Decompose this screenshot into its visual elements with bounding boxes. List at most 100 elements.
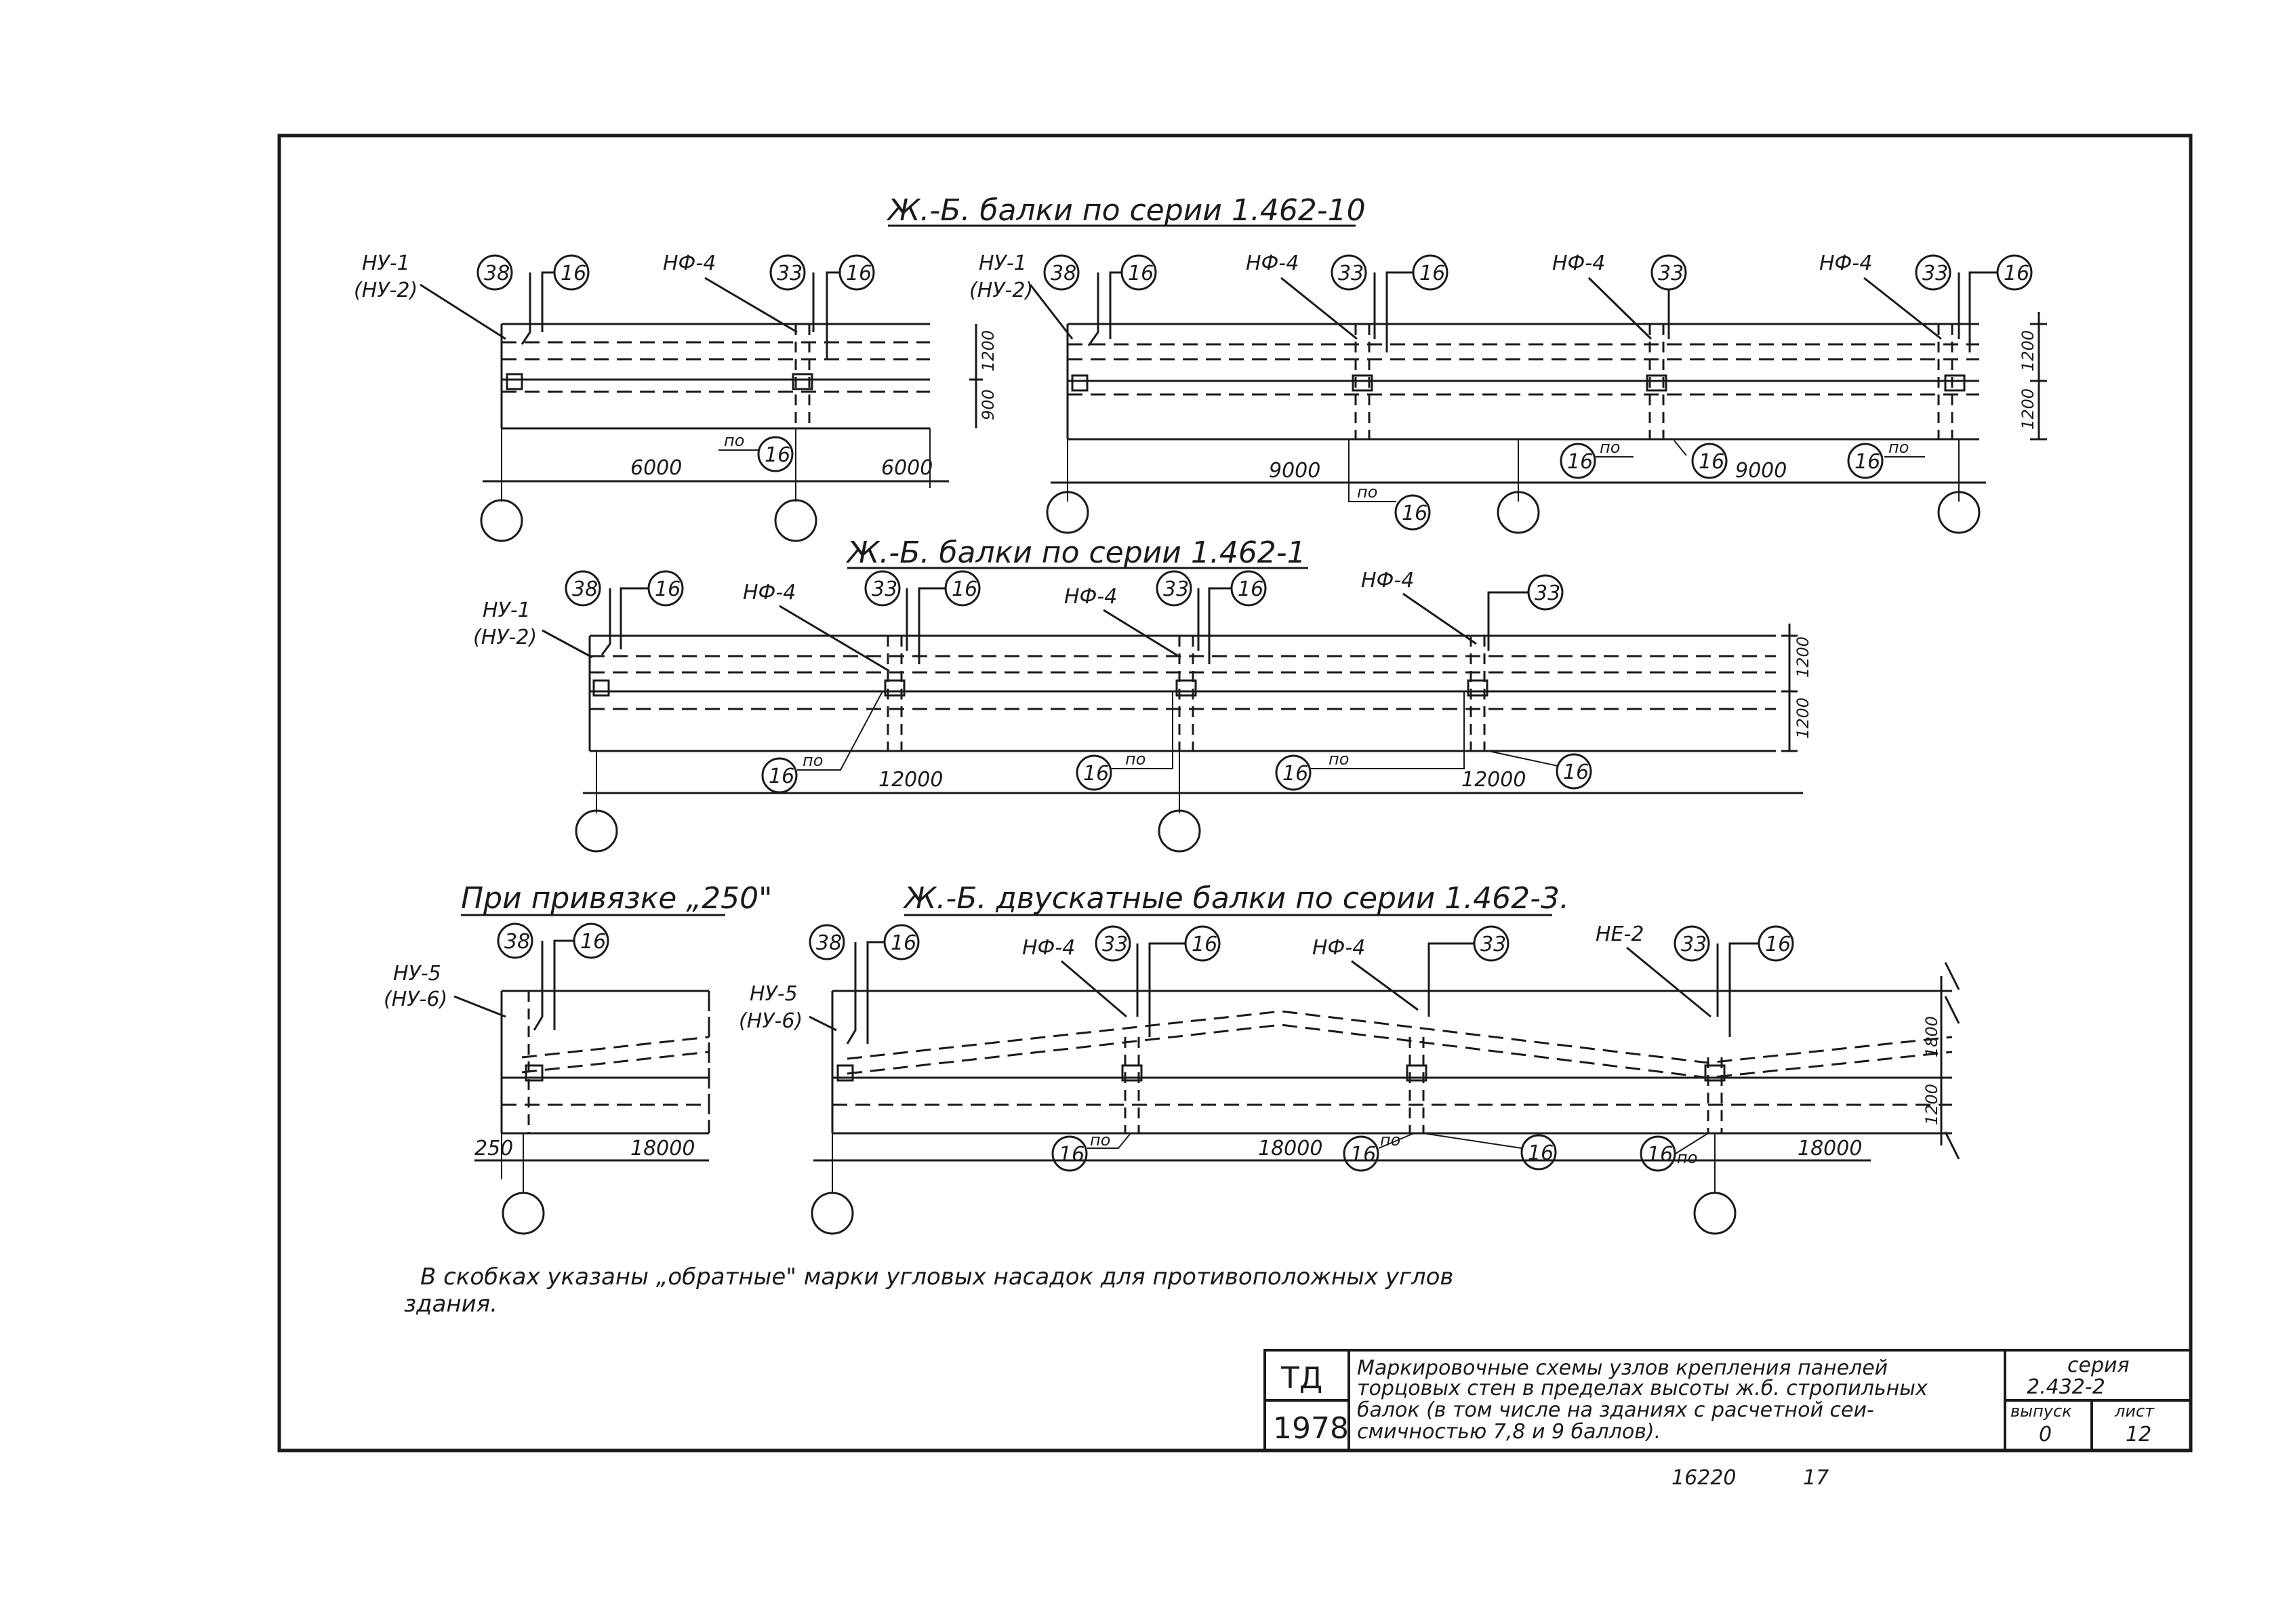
label-nf4: НФ-4 bbox=[1552, 251, 1605, 275]
section-title-2: Ж.-Б. балки по серии 1.462-1 bbox=[845, 535, 1306, 570]
stamp-series-label: серия bbox=[2067, 1354, 2130, 1377]
title-block bbox=[1263, 1349, 2192, 1452]
stamp-desc-2: торцовых стен в пределах высоты ж.б. стр… bbox=[1357, 1377, 1928, 1400]
label-ne2: НЕ-2 bbox=[1596, 922, 1644, 946]
axis-marker bbox=[1046, 491, 1089, 534]
dim-12000: 12000 bbox=[1461, 768, 1526, 792]
dim-1200: 1200 bbox=[2019, 388, 2038, 430]
label-po: по bbox=[1357, 483, 1377, 502]
note-line-1: В скобках указаны „обратные" марки углов… bbox=[420, 1263, 1453, 1291]
dim-6000: 6000 bbox=[881, 456, 933, 480]
circle-33: 33 bbox=[1102, 933, 1128, 956]
section-1462-3: Ж.-Б. двускатные балки по серии 1.462-3. bbox=[739, 881, 1960, 1235]
label-nf4: НФ-4 bbox=[1022, 936, 1075, 960]
dim-900: 900 bbox=[979, 389, 998, 420]
circle-16: 16 bbox=[891, 931, 916, 955]
axis-marker bbox=[502, 1192, 545, 1235]
dim-9000: 9000 bbox=[1735, 459, 1787, 483]
stamp-sheet: 12 bbox=[2126, 1423, 2151, 1446]
sheet-frame bbox=[277, 134, 2193, 1453]
beam-2 bbox=[588, 624, 1798, 752]
label-nf4: НФ-4 bbox=[1361, 569, 1414, 592]
circle-38: 38 bbox=[572, 577, 598, 601]
circle-33: 33 bbox=[1338, 262, 1364, 285]
label-po: по bbox=[724, 431, 744, 450]
circle-16: 16 bbox=[561, 262, 586, 285]
section-title-3a: При привязке „250" bbox=[461, 881, 772, 916]
label-nu5: НУ-5 bbox=[750, 982, 798, 1006]
axis-marker bbox=[480, 499, 523, 542]
section-1462-1: Ж.-Б. балки по серии 1.462-1 НУ-1 bbox=[473, 535, 1812, 853]
circle-16: 16 bbox=[1350, 1143, 1376, 1166]
circle-16: 16 bbox=[1419, 262, 1445, 285]
section-title-3b: Ж.-Б. двускатные балки по серии 1.462-3. bbox=[902, 881, 1569, 916]
axis-marker bbox=[1693, 1192, 1737, 1235]
dim-1200: 1200 bbox=[2019, 330, 2038, 371]
circle-38: 38 bbox=[816, 931, 842, 955]
circle-16: 16 bbox=[1528, 1141, 1554, 1165]
circle-38: 38 bbox=[484, 262, 510, 285]
stamp-desc-3: балок (в том числе на зданиях с расчетно… bbox=[1357, 1398, 1874, 1422]
circle-33: 33 bbox=[777, 262, 803, 285]
circle-16: 16 bbox=[1567, 450, 1593, 474]
section-250: При привязке „250" НУ-5 (НУ-6) 38 16 250… bbox=[384, 881, 772, 1235]
beam-3b bbox=[831, 962, 1960, 1160]
circle-33: 33 bbox=[1681, 933, 1707, 956]
circle-16: 16 bbox=[846, 262, 872, 285]
dim-12000: 12000 bbox=[878, 768, 943, 792]
footer-num-1: 16220 bbox=[1671, 1466, 1736, 1490]
circle-33: 33 bbox=[1480, 933, 1506, 956]
axis-marker bbox=[1158, 809, 1201, 853]
stamp-sheet-label: лист bbox=[2114, 1402, 2155, 1421]
axis-marker bbox=[1497, 491, 1540, 534]
circle-16: 16 bbox=[1238, 577, 1263, 601]
axis-marker bbox=[575, 809, 618, 853]
label-nu2: (НУ-2) bbox=[969, 279, 1033, 302]
beam-left-1 bbox=[500, 323, 983, 430]
label-po: по bbox=[1090, 1131, 1110, 1150]
circle-33: 33 bbox=[1922, 262, 1948, 285]
label-nu1: НУ-1 bbox=[362, 251, 410, 275]
section-title-1: Ж.-Б. балки по серии 1.462-10 bbox=[886, 193, 1366, 228]
circle-16: 16 bbox=[1128, 262, 1154, 285]
circle-38: 38 bbox=[504, 930, 530, 954]
axis-marker bbox=[811, 1192, 854, 1235]
label-po: по bbox=[1600, 438, 1620, 457]
circle-16: 16 bbox=[1854, 450, 1880, 474]
label-nu5: НУ-5 bbox=[393, 962, 441, 986]
circle-16: 16 bbox=[655, 577, 681, 601]
beam-3a bbox=[500, 990, 710, 1135]
note-line-2: здания. bbox=[404, 1291, 498, 1318]
dim-18000: 18000 bbox=[630, 1137, 695, 1160]
label-nu2: (НУ-2) bbox=[354, 279, 418, 302]
stamp-series: 2.432-2 bbox=[2027, 1375, 2105, 1399]
label-po: по bbox=[1888, 438, 1909, 457]
circle-16: 16 bbox=[1192, 933, 1217, 956]
dim-1200: 1200 bbox=[1793, 636, 1812, 678]
circle-16: 16 bbox=[1563, 760, 1589, 784]
stamp-year: 1978 bbox=[1273, 1411, 1349, 1446]
dim-18000: 18000 bbox=[1798, 1137, 1862, 1160]
stamp-issue: 0 bbox=[2039, 1423, 2052, 1446]
beam-right-1 bbox=[1066, 312, 2047, 441]
section-1462-10: Ж.-Б. балки по серии 1.462-10 НУ-1 (НУ-2… bbox=[354, 193, 2047, 542]
circle-33: 33 bbox=[1658, 262, 1684, 285]
circle-16: 16 bbox=[1059, 1143, 1085, 1166]
dim-1200: 1200 bbox=[1922, 1084, 1941, 1125]
label-nu1: НУ-1 bbox=[483, 598, 531, 622]
axis-marker bbox=[774, 499, 817, 542]
circle-16: 16 bbox=[765, 443, 790, 467]
dim-1200: 1200 bbox=[979, 330, 998, 371]
circle-33: 33 bbox=[1163, 577, 1189, 601]
dim-9000: 9000 bbox=[1269, 459, 1320, 483]
label-nu6: (НУ-6) bbox=[739, 1009, 803, 1033]
dim-1800: 1800 bbox=[1922, 1016, 1941, 1057]
dim-1200: 1200 bbox=[1793, 697, 1812, 739]
dim-6000: 6000 bbox=[630, 456, 682, 480]
circle-33: 33 bbox=[1535, 582, 1560, 605]
circle-16: 16 bbox=[1282, 762, 1308, 786]
stamp-org: ТД bbox=[1280, 1361, 1322, 1396]
circle-16: 16 bbox=[1083, 762, 1109, 786]
label-nf4: НФ-4 bbox=[663, 251, 716, 275]
